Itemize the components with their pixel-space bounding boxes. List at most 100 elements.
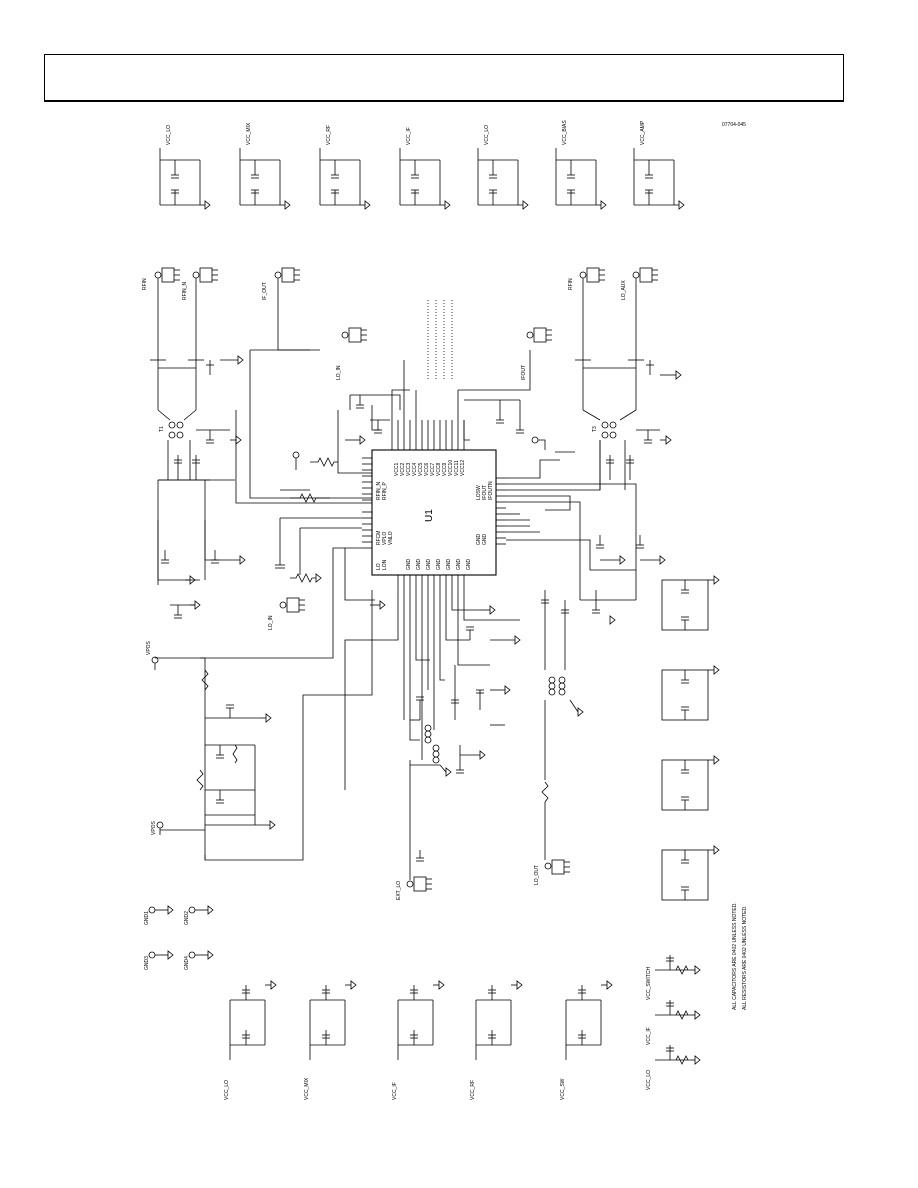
ic-right-pin-names: LOSW IFOUT IFOUTN GND GND GND GND GND GN…: [406, 481, 494, 570]
transformer-ref-right: T3: [592, 426, 598, 432]
svg-text:VCC12: VCC12: [460, 460, 466, 476]
ground-test-points: GND1 GND2 GND3 GND4: [144, 905, 214, 970]
top-decoupling-group-7: VCC_AMP: [633, 120, 685, 210]
bottom-cap-net-label-1: VCC_LO: [224, 1080, 230, 1100]
top-decoupling-group-3: VCC_RF: [319, 125, 371, 210]
net-label-vpos-upper: VPOS: [146, 640, 152, 655]
sma-connector-rfin-n: RFIN_N: [182, 267, 218, 350]
sma-connector-ifout: IFOUT: [521, 327, 552, 380]
svg-text:GND: GND: [466, 559, 472, 571]
right-decoupling-box-2: [661, 665, 720, 721]
top-cap-net-label-1: VCC_LO: [166, 125, 172, 145]
note-resistors: ALL RESISTORS ARE 0402 UNLESS NOTED.: [742, 906, 748, 1011]
sma-connector-lo-aux: LO_AUX: [621, 267, 658, 350]
sma-connector-rfin-right: RFIN: [568, 267, 605, 350]
svg-text:LOSW: LOSW: [476, 485, 482, 500]
sma-connector-lo-in: LO_IN: [336, 327, 367, 380]
svg-text:IFOUTN: IFOUTN: [488, 481, 494, 500]
svg-text:GND: GND: [446, 559, 452, 571]
rf-input-balun-right: T3: [575, 350, 682, 490]
ic-ref-label: U1: [424, 509, 435, 522]
ic-top-supply-bus: [345, 350, 531, 445]
test-point-gnd3: GND3: [144, 956, 150, 970]
svg-text:GND: GND: [476, 534, 482, 546]
left-of-ic-components: [275, 451, 362, 583]
svg-text:LON: LON: [382, 559, 388, 570]
svg-text:VNLO: VNLO: [388, 531, 394, 545]
connector-label-if-out: IF_OUT: [262, 282, 268, 300]
connector-label-lo-in: LO_IN: [336, 365, 342, 380]
svg-text:RFIN_N: RFIN_N: [376, 482, 382, 500]
right-decoupling-box-3: [661, 755, 720, 811]
bottom-cap-net-label-2: VCC_MIX: [304, 1077, 310, 1100]
ic-right-pins: [496, 477, 506, 545]
svg-text:VCC6: VCC6: [424, 462, 430, 476]
ic-top-pin-names: VCC1 VCC2 VCC3 VCC4 VCC5 VCC6 VCC7 VCC8 …: [394, 460, 466, 476]
supply-filter-vcc-switch: VCC_SWITCH: [646, 955, 701, 1000]
svg-text:VCC3: VCC3: [406, 462, 412, 476]
svg-text:VCC5: VCC5: [418, 462, 424, 476]
transformer-ref-left: T1: [159, 426, 165, 432]
svg-text:GND: GND: [406, 559, 412, 571]
sma-connector-rfin-left: RFIN: [142, 267, 180, 350]
connector-label-lo-out: LO_OUT: [534, 865, 540, 885]
figure-code: 07704-045: [722, 122, 746, 128]
test-point-gnd2: GND2: [184, 911, 190, 925]
svg-text:GND: GND: [482, 534, 488, 546]
ic-bottom-pins: [397, 575, 465, 590]
svg-text:VPLO: VPLO: [382, 532, 388, 545]
supply-label-vcc-switch: VCC_SWITCH: [646, 967, 652, 1000]
svg-text:RFCM: RFCM: [376, 531, 382, 545]
svg-text:GND: GND: [416, 559, 422, 571]
top-decoupling-group-4: VCC_IF: [399, 127, 451, 210]
bottom-decoupling-group-4: VCC_RF: [470, 980, 523, 1100]
svg-text:VCC7: VCC7: [430, 462, 436, 476]
svg-text:VCC1: VCC1: [394, 462, 400, 476]
bottom-decoupling-group-3: VCC_IF: [392, 980, 445, 1100]
connector-label-lo-in-mid: LO_IN: [268, 615, 274, 630]
schematic-header-frame: [44, 54, 844, 102]
rf-input-balun-left: T1: [150, 350, 244, 480]
schematic-notes: ALL CAPACITORS ARE 0402 UNLESS NOTED. AL…: [732, 902, 748, 1010]
svg-text:VCC9: VCC9: [442, 462, 448, 476]
connector-label-rfin-right: RFIN: [568, 278, 574, 290]
svg-text:GND: GND: [456, 559, 462, 571]
right-decoupling-box-4: [661, 845, 720, 901]
lo-transformer-left: EXT_LO: [396, 665, 511, 900]
svg-text:VCC11: VCC11: [454, 460, 460, 476]
top-cap-net-label-2: VCC_MIX: [246, 122, 252, 145]
svg-text:VCC8: VCC8: [436, 462, 442, 476]
top-decoupling-group-5: VCC_LO: [477, 125, 529, 210]
test-point-gnd4: GND4: [184, 956, 190, 970]
right-decoupling-box-1: [661, 575, 720, 631]
bottom-decoupling-group-2: VCC_MIX: [304, 980, 357, 1100]
supply-filter-vcc-lo: VCC_LO: [646, 1045, 701, 1090]
top-cap-net-label-3: VCC_RF: [326, 125, 332, 145]
supply-label-vcc-lo: VCC_LO: [646, 1070, 652, 1090]
svg-text:LO: LO: [376, 563, 382, 570]
top-decoupling-group-6: VCC_BIAS: [555, 120, 607, 210]
note-capacitors: ALL CAPACITORS ARE 0402 UNLESS NOTED.: [732, 902, 738, 1010]
bottom-cap-net-label-5: VCC_SW: [560, 1078, 566, 1100]
bottom-cap-net-label-4: VCC_RF: [470, 1080, 476, 1100]
bottom-decoupling-group-1: VCC_LO: [224, 980, 277, 1100]
supply-filter-vcc-if: VCC_IF: [646, 1000, 701, 1045]
connector-label-lo-aux: LO_AUX: [621, 280, 627, 300]
ic-left-pins: [362, 457, 372, 549]
svg-text:IFOUT: IFOUT: [482, 485, 488, 500]
test-point-gnd1: GND1: [144, 911, 150, 925]
sma-connector-if-out: IF_OUT: [262, 267, 300, 350]
svg-text:GND: GND: [426, 559, 432, 571]
svg-text:VCC4: VCC4: [412, 462, 418, 476]
net-label-vpos-lower: VPOS: [151, 820, 157, 835]
top-cap-net-label-4: VCC_IF: [406, 127, 412, 145]
connector-label-ifout: IFOUT: [521, 365, 527, 380]
pin-tie-notes: [427, 300, 453, 380]
supply-label-vcc-if: VCC_IF: [646, 1027, 652, 1045]
sma-connector-lo-in-mid: LO_IN: [268, 597, 305, 630]
ic-top-pins: [391, 420, 465, 450]
svg-text:VCC10: VCC10: [448, 460, 454, 476]
svg-text:RFIN_P: RFIN_P: [382, 482, 388, 500]
top-cap-net-label-6: VCC_BIAS: [562, 120, 568, 145]
